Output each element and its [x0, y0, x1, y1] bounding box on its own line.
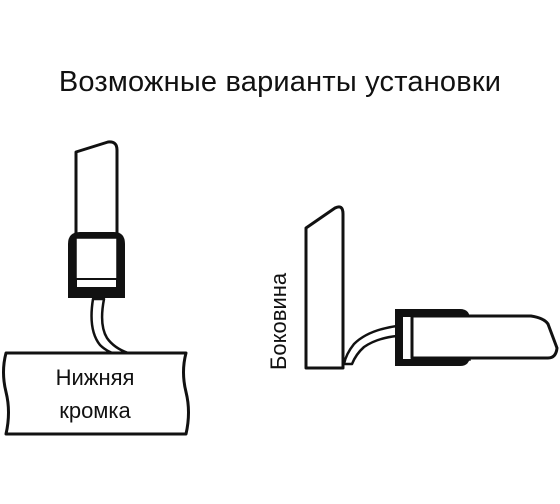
bottom-edge-label-line2: кромка — [59, 398, 131, 423]
right-seal-flap — [342, 324, 399, 366]
right-variant — [304, 205, 559, 370]
left-seal-flap — [90, 297, 130, 358]
bottom-edge-label-line1: Нижняя — [55, 365, 135, 390]
side-panel-label: Боковина — [266, 272, 291, 370]
right-glass-panel — [410, 314, 559, 360]
diagram-title: Возможные варианты установки — [58, 66, 502, 98]
left-variant — [2, 140, 190, 436]
side-panel — [304, 205, 345, 370]
bottom-edge-surface — [2, 351, 190, 436]
